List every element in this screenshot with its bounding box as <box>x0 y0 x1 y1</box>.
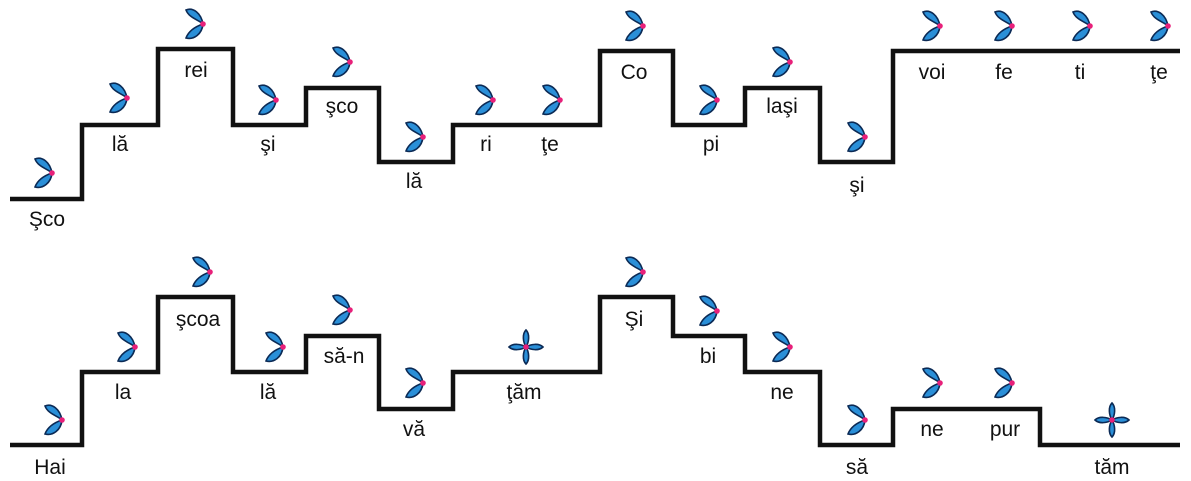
syllable-label: tăm <box>1094 456 1129 479</box>
syllable-label: şco <box>326 95 359 118</box>
flower-two-petal-icon <box>994 367 1015 399</box>
syllable-label: pur <box>990 418 1020 441</box>
syllable-label: laşi <box>766 95 798 118</box>
syllable-label: şcoa <box>176 308 221 331</box>
flower-two-petal-icon <box>772 46 793 78</box>
syllable-label: lă <box>260 381 277 404</box>
syllable-label: fe <box>995 61 1013 84</box>
syllable-label: la <box>115 381 132 404</box>
flower-two-petal-icon <box>192 256 213 288</box>
flower-two-petal-icon <box>185 8 206 40</box>
flower-two-petal-icon <box>44 404 65 436</box>
flower-two-petal-icon <box>994 10 1015 42</box>
flower-two-petal-icon <box>332 46 353 78</box>
syllable-label: ri <box>480 133 492 156</box>
syllable-label: Hai <box>34 456 66 479</box>
syllable-label: vă <box>403 418 426 441</box>
flower-two-petal-icon <box>109 82 130 114</box>
flower-two-petal-icon <box>405 367 426 399</box>
flower-two-petal-icon <box>699 295 720 327</box>
flower-two-petal-icon <box>922 10 943 42</box>
flower-two-petal-icon <box>117 331 138 363</box>
flower-two-petal-icon <box>405 121 426 153</box>
syllable-label: ne <box>920 418 943 441</box>
flower-two-petal-icon <box>847 121 868 153</box>
syllable-label: să <box>846 456 869 479</box>
flower-four-petal-icon <box>508 329 544 365</box>
flower-two-petal-icon <box>772 331 793 363</box>
syllable-label: Şi <box>625 308 644 331</box>
flower-four-petal-icon <box>1094 402 1130 438</box>
syllable-label: Şco <box>29 208 65 231</box>
syllable-label: ţăm <box>506 381 541 404</box>
flower-two-petal-icon <box>625 256 646 288</box>
flower-two-petal-icon <box>258 84 279 116</box>
flower-two-petal-icon <box>542 84 563 116</box>
syllable-label: să-n <box>324 345 365 368</box>
syllable-label: ne <box>770 381 793 404</box>
flower-two-petal-icon <box>625 10 646 42</box>
syllable-label: Co <box>621 61 648 84</box>
flower-two-petal-icon <box>332 294 353 326</box>
syllable-label: ţe <box>541 133 559 156</box>
syllable-label: lă <box>406 170 423 193</box>
flower-two-petal-icon <box>34 157 55 189</box>
staircase-line-row-2 <box>10 294 1180 448</box>
staircase-line-row-1 <box>10 46 1180 202</box>
syllable-label: şi <box>849 174 864 197</box>
syllable-label: rei <box>184 59 207 82</box>
syllable-label: voi <box>919 61 946 84</box>
syllable-label: pi <box>703 133 719 156</box>
flower-two-petal-icon <box>1150 10 1171 42</box>
flower-two-petal-icon <box>1072 10 1093 42</box>
syllable-label: bi <box>700 345 716 368</box>
flower-two-petal-icon <box>922 367 943 399</box>
syllable-label: ţe <box>1150 61 1168 84</box>
syllable-label: ti <box>1075 61 1086 84</box>
flower-two-petal-icon <box>265 331 286 363</box>
flower-two-petal-icon <box>847 404 868 436</box>
syllable-label: şi <box>260 133 275 156</box>
flower-two-petal-icon <box>699 84 720 116</box>
syllable-label: lă <box>112 133 129 156</box>
flower-two-petal-icon <box>475 84 496 116</box>
